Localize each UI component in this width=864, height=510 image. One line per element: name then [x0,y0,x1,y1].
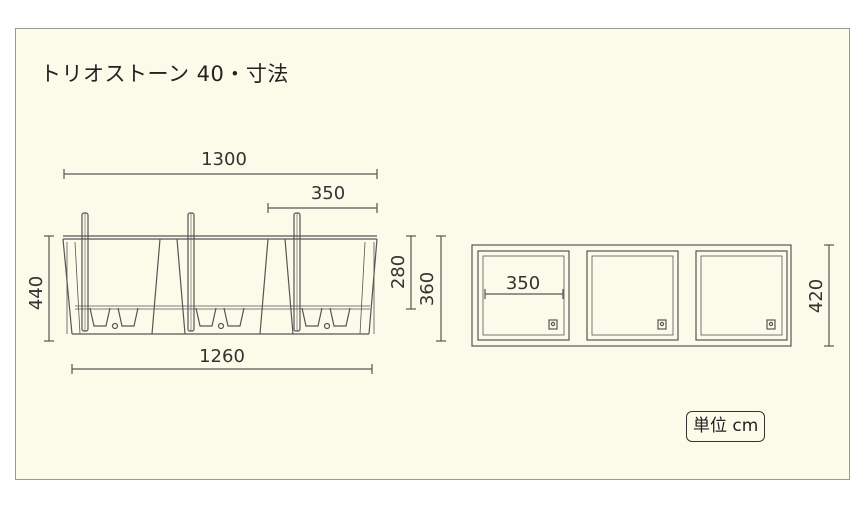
side-view-pot-left [81,212,139,332]
side-view-pot-right [293,212,351,332]
plan-view-planter [471,244,792,347]
dim-height-outer: 360 [417,272,438,306]
dim-top-width: 1300 [201,149,247,170]
dim-height-total: 440 [26,276,47,310]
dim-depth: 420 [806,279,827,313]
unit-badge: 単位 cm [686,411,766,442]
side-view-planter [62,235,378,335]
diagram-panel [15,28,850,480]
dim-pocket-width-side: 350 [311,183,345,204]
page-title: トリオストーン 40・寸法 [40,62,289,86]
side-view-pot-center [187,212,245,332]
dim-pocket-width-plan: 350 [506,273,540,294]
dim-bottom-width: 1260 [199,346,245,367]
dim-height-inner: 280 [388,255,409,289]
